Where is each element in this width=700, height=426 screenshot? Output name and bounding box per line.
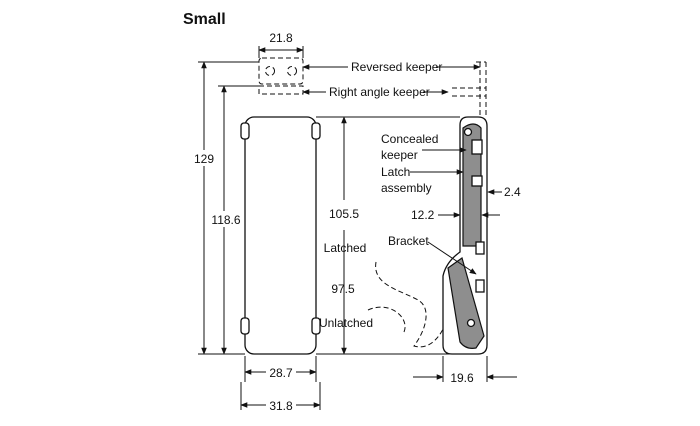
right-angle-keeper-shape — [258, 85, 304, 95]
top-width-dimension — [258, 46, 304, 58]
latch-body-front — [240, 116, 321, 355]
concealed-keeper-label-line2: keeper — [381, 148, 418, 162]
thickness-label: 2.4 — [504, 185, 521, 199]
keeper-dashed-outline — [452, 61, 487, 118]
top-width-label: 21.8 — [269, 31, 293, 45]
height-inner-label: 105.5 — [329, 207, 359, 221]
latch-assembly-label-line1: Latch — [381, 165, 410, 179]
right-angle-keeper-label: Right angle keeper — [329, 85, 430, 99]
bracket-label: Bracket — [388, 234, 429, 248]
latch-assembly-label-line2: assembly — [381, 181, 432, 195]
unlatched-label: Unlatched — [319, 316, 373, 330]
latched-label: Latched — [324, 241, 367, 255]
height-body-label: 118.6 — [211, 213, 240, 227]
base-width-label: 19.6 — [450, 371, 474, 385]
height-total-label: 129 — [194, 152, 214, 166]
reversed-keeper-shape — [258, 57, 304, 85]
gap-label: 12.2 — [411, 208, 435, 222]
concealed-keeper-label-line1: Concealed — [381, 132, 438, 146]
reversed-keeper-label: Reversed keeper — [351, 60, 442, 74]
latched-height-label: 97.5 — [331, 282, 355, 296]
latch-body-side — [442, 116, 488, 355]
overall-width-label: 31.8 — [269, 399, 293, 413]
drawing-title: Small — [183, 11, 226, 28]
body-width-label: 28.7 — [269, 366, 293, 380]
